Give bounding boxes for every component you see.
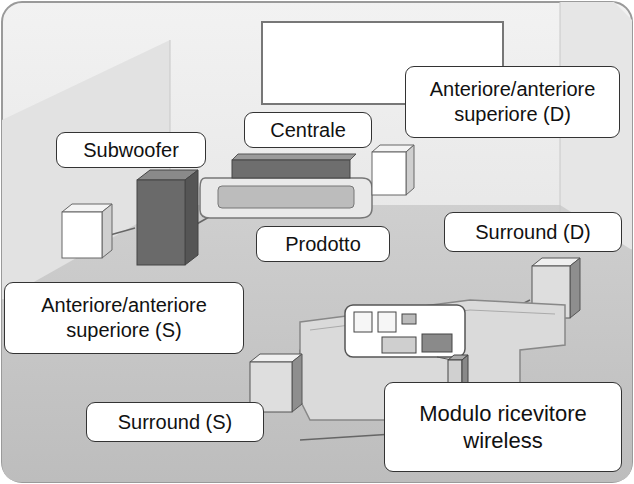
label-text: Anteriore/anteriore superiore (D) xyxy=(416,77,609,127)
label-box: Surround (D) xyxy=(444,212,622,252)
label-box: Modulo ricevitore wireless xyxy=(384,382,622,472)
label-box: Subwoofer xyxy=(56,132,206,168)
label-text: Subwoofer xyxy=(83,138,179,163)
label-text: Modulo ricevitore wireless xyxy=(395,400,611,455)
label-box: Surround (S) xyxy=(86,402,264,442)
label-text: Prodotto xyxy=(285,232,361,257)
label-text: Anteriore/anteriore superiore (S) xyxy=(15,293,233,343)
label-box: Anteriore/anteriore superiore (D) xyxy=(405,66,620,138)
label-box: Anteriore/anteriore superiore (S) xyxy=(4,282,244,354)
label-box: Centrale xyxy=(244,112,372,148)
label-box: Prodotto xyxy=(256,226,390,262)
label-text: Centrale xyxy=(270,118,346,143)
label-text: Surround (D) xyxy=(475,220,591,245)
label-text: Surround (S) xyxy=(118,410,233,435)
